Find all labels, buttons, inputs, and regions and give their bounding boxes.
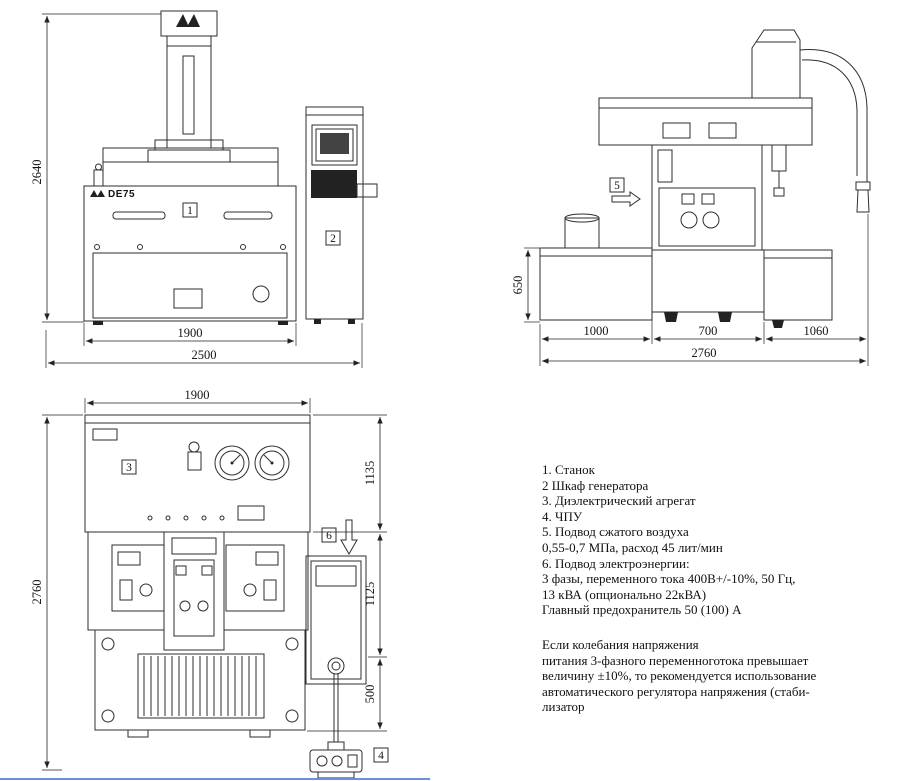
head-assembly xyxy=(147,10,231,163)
side-view: 5 650 1000 700 1060 2760 xyxy=(511,29,871,366)
top-dimensions: 1900 2760 1135 1125 500 xyxy=(30,388,387,771)
callout-4: 4 xyxy=(373,747,389,763)
legend-item-3: 3. Диэлектрический агрегат xyxy=(542,493,696,509)
model-logo: DE75 xyxy=(108,189,135,200)
callout-1-label: 1 xyxy=(187,205,193,217)
legend-item-6-detail-2: 13 кВА (опционально 22кВА) xyxy=(542,586,707,602)
legend-note-line-2: питания 3-фазного переменноготока превыш… xyxy=(542,652,809,668)
dim-1060: 1060 xyxy=(804,324,829,338)
legend-item-6-detail-1: 3 фазы, переменного тока 400В+/-10%, 50 … xyxy=(542,571,796,587)
callout-5: 5 xyxy=(609,177,641,207)
front-view: DE75 1 2 2640 190 xyxy=(30,10,378,368)
control-cabinet-front xyxy=(305,106,378,324)
worktank xyxy=(539,213,653,321)
callout-1: 1 xyxy=(182,202,198,218)
callout-3: 3 xyxy=(121,459,137,475)
dielectric-hose xyxy=(799,49,871,213)
dim-650: 650 xyxy=(511,276,525,295)
machine-body: DE75 xyxy=(83,147,297,325)
legend-item-fuse: Главный предохранитель 50 (100) А xyxy=(542,602,742,618)
legend-note-line-4: автоматического регулятора напряжения (с… xyxy=(542,683,810,699)
dim-1900-front: 1900 xyxy=(178,326,203,340)
side-dimensions: 650 1000 700 1060 2760 xyxy=(511,214,869,366)
dim-700: 700 xyxy=(699,324,718,338)
cnc-pendant xyxy=(309,674,363,779)
callout-6-label: 6 xyxy=(326,530,332,542)
dim-1135: 1135 xyxy=(363,461,377,486)
brand-mark-icon xyxy=(90,190,105,197)
generator-cabinet-top xyxy=(305,555,367,685)
brand-mark-icon xyxy=(176,14,200,27)
legend-note-line-1: Если колебания напряжения xyxy=(542,636,699,652)
legend-item-5: 5. Подвод сжатого воздуха xyxy=(542,524,689,540)
control-panel xyxy=(311,170,357,198)
legend: 1. Станок 2 Шкаф генератора 3. Диэлектри… xyxy=(542,462,896,715)
callout-6: 6 xyxy=(321,519,358,556)
pressure-gauge xyxy=(254,445,290,481)
dim-2500: 2500 xyxy=(192,348,217,362)
dim-1125: 1125 xyxy=(363,582,377,607)
legend-note-line-5: лизатор xyxy=(542,699,585,715)
base-side xyxy=(651,249,833,328)
callout-2: 2 xyxy=(325,230,341,246)
legend-item-6: 6. Подвод электроэнергии: xyxy=(542,555,690,571)
cooling-fins xyxy=(143,656,257,716)
legend-item-5-detail: 0,55-0,7 МПа, расход 45 лит/мин xyxy=(542,539,723,555)
nozzle xyxy=(856,189,870,213)
legend-note-line-3: величину ±10%, то рекомендуется использо… xyxy=(542,668,817,684)
dim-2640: 2640 xyxy=(30,160,44,185)
top-view: 3 6 4 1900 2760 1135 1 xyxy=(30,388,389,779)
dim-2760-top: 2760 xyxy=(30,580,44,605)
bottom-rule xyxy=(0,778,430,780)
air-inlet-arrow-icon xyxy=(611,191,641,207)
dim-500: 500 xyxy=(363,685,377,704)
column-side xyxy=(651,144,787,251)
screen-icon xyxy=(320,133,349,154)
legend-item-1: 1. Станок xyxy=(542,462,595,477)
callout-2-label: 2 xyxy=(330,233,336,245)
dim-1900-top: 1900 xyxy=(185,388,210,402)
legend-item-2: 2 Шкаф генератора xyxy=(542,477,649,493)
dim-2760-side: 2760 xyxy=(692,346,717,360)
pressure-gauge xyxy=(214,445,250,481)
dielectric-unit xyxy=(84,414,311,533)
machine-base-top xyxy=(94,629,306,738)
power-inlet-arrow-icon xyxy=(340,519,358,556)
callout-3-label: 3 xyxy=(126,462,132,474)
beam-and-arm xyxy=(598,29,813,146)
legend-item-4: 4. ЧПУ xyxy=(542,508,583,524)
callout-5-label: 5 xyxy=(614,180,620,192)
callout-4-label: 4 xyxy=(378,750,384,762)
front-dimensions: 2640 1900 2500 xyxy=(30,13,363,368)
dim-1000: 1000 xyxy=(584,324,609,338)
column-overlay-top xyxy=(163,531,225,651)
